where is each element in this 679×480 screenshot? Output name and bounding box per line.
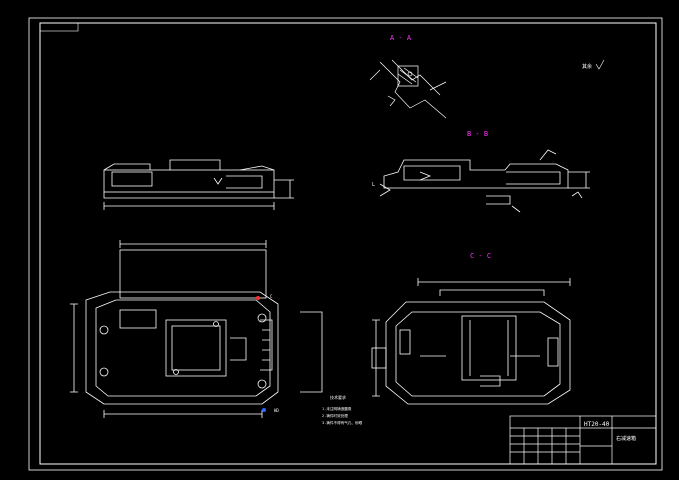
outer-frame: [28, 17, 663, 471]
plan-view: [70, 240, 323, 418]
note-3: 3.铸件不得有气孔、砂眼: [322, 420, 363, 425]
blue-marker: [262, 408, 266, 412]
note-2: 2.铸件时效处理: [322, 413, 348, 418]
section-label-b: B - B: [467, 130, 488, 138]
notes-heading: 技术要求: [330, 394, 346, 400]
roughness-note: 其余: [582, 63, 592, 70]
section-label-a: A - A: [390, 34, 412, 42]
mark-hd: HD: [274, 408, 279, 413]
title-block: [509, 415, 657, 465]
section-b-view: [379, 149, 590, 213]
red-marker: [256, 296, 260, 300]
part-name: 右减速箱: [616, 435, 636, 442]
front-view: [103, 159, 294, 210]
mark-l: L: [372, 182, 375, 188]
inner-frame: [39, 22, 657, 465]
roughness-symbol: [595, 59, 605, 70]
drawing-number: HT20-40: [584, 421, 610, 428]
section-c-view: [371, 278, 571, 405]
section-label-c: C - C: [470, 252, 491, 260]
mark-c: C: [270, 294, 273, 299]
note-1: 1.未注明铸造圆角: [322, 406, 352, 411]
corner-box: [39, 22, 79, 32]
section-a-view: [369, 59, 447, 119]
